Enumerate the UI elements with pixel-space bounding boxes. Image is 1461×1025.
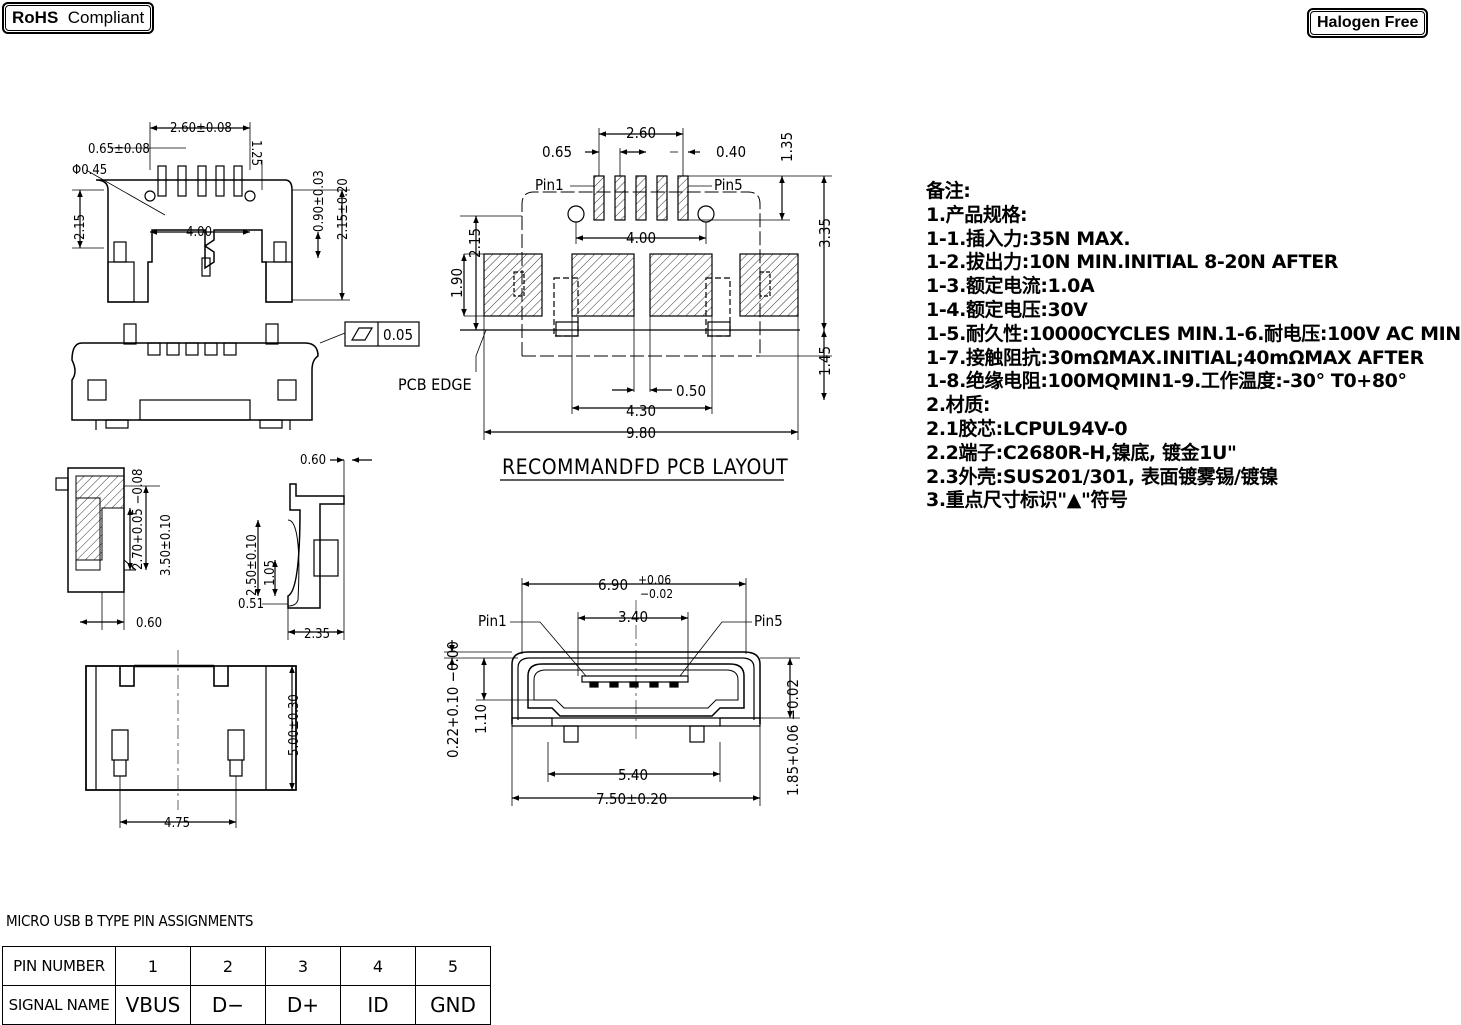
dim-side-h1: 2.70+0.05 −0.08 (131, 469, 146, 570)
dim-mid-b: 0.51 (238, 597, 264, 612)
halogen-free-badge: Halogen Free (1307, 8, 1429, 38)
note-line: 1-8.绝缘电阻:100MQMIN1-9.工作温度:-30° T0+80° (926, 370, 1407, 393)
pin-number-cell: 1 (115, 946, 191, 986)
signal-name-cell: ID (340, 985, 416, 1025)
dim-front-pin1: Pin1 (478, 612, 507, 630)
dim-top-pitch-total: 2.60±0.08 (170, 121, 232, 136)
front-view-small (71, 321, 420, 430)
note-line: 2.1胶芯:LCPUL94V-0 (926, 417, 1128, 440)
dim-pcb-pin5: Pin5 (714, 176, 743, 194)
pin-assignments-table: PIN NUMBER 1 2 3 4 5 SIGNAL NAME VBUS D−… (2, 946, 491, 1025)
dim-side-h2: 3.50±0.10 (159, 514, 174, 576)
row-label-pin-number: PIN NUMBER (2, 946, 116, 986)
dim-front-750: 7.50±0.20 (596, 790, 667, 808)
side-view-middle (255, 457, 372, 640)
note-line: 2.2端子:C2680R-H,镍底, 镀金1U" (926, 441, 1237, 464)
bottom-view (85, 650, 297, 828)
dim-mid-h2: 1.05 (263, 560, 278, 586)
note-line: 2.材质: (926, 394, 991, 417)
signal-name-cell: D− (190, 985, 266, 1025)
dim-bot-w: 4.75 (164, 816, 190, 831)
dim-pcb-190: 1.90 (448, 268, 466, 298)
dim-top-height-r: 1.25 (248, 140, 263, 166)
pin-number-cell: 5 (415, 946, 491, 986)
note-line: 3.重点尺寸标识"▲"符号 (926, 489, 1128, 512)
dim-top-r2: 2.15±0.20 (336, 178, 351, 240)
note-line: 1-4.额定电压:30V (926, 298, 1088, 321)
pcb-layout (460, 128, 832, 481)
table-row: SIGNAL NAME VBUS D− D+ ID GND (2, 985, 491, 1025)
note-line: 1-7.接触阻抗:30mΩMAX.INITIAL;40mΩMAX AFTER (926, 346, 1424, 369)
dim-pcb-260: 2.60 (626, 124, 656, 142)
note-line: 2.3外壳:SUS201/301, 表面镀雾锡/镀镍 (926, 465, 1278, 488)
dim-mid-h1: 2.50±0.10 (245, 534, 260, 596)
note-line: 备注: (926, 180, 971, 202)
dim-front-110: 1.10 (472, 704, 490, 734)
pin-assignments-title: MICRO USB B TYPE PIN ASSIGNMENTS (6, 912, 254, 930)
front-receptacle-view (444, 578, 800, 806)
signal-name-cell: D+ (265, 985, 341, 1025)
notes-list: 备注: 1.产品规格: 1-1.插入力:35N MAX. 1-2.拔出力:10N… (926, 180, 1461, 513)
dim-pcb-050: 0.50 (676, 382, 706, 400)
dim-pcb-edge: PCB EDGE (398, 375, 472, 394)
top-view (72, 122, 350, 303)
pin-number-cell: 3 (265, 946, 341, 986)
dim-top-width: 4.00 (186, 225, 212, 240)
dim-pcb-215: 2.15 (466, 228, 484, 258)
dim-pcb-430: 4.30 (626, 402, 656, 420)
side-view-left (55, 467, 160, 630)
dim-mid-w: 2.35 (304, 627, 330, 642)
dim-front-690-tol-dn: −0.02 (640, 587, 673, 601)
dim-front-340: 3.40 (618, 608, 648, 626)
dim-top-pitch: 0.65±0.08 (88, 142, 150, 157)
note-line: 1-5.耐久性:10000CYCLES MIN.1-6.耐电压:100V AC … (926, 322, 1461, 345)
pin-number-cell: 2 (190, 946, 266, 986)
dim-pcb-pin1: Pin1 (535, 176, 564, 194)
dim-top-left-h: 2.15 (73, 214, 88, 240)
dim-flatness: 0.05 (383, 326, 413, 344)
note-line: 1-2.拔出力:10N MIN.INITIAL 8-20N AFTER (926, 251, 1339, 274)
dim-front-pin5: Pin5 (754, 612, 783, 630)
dim-pcb-040: 0.40 (716, 143, 746, 161)
dim-pcb-400: 4.00 (626, 229, 656, 247)
dim-pcb-065: 0.65 (542, 143, 572, 161)
note-line: 1-3.额定电流:1.0A (926, 275, 1095, 298)
rohs-label: RoHS (12, 8, 59, 27)
note-line: 1-1.插入力:35N MAX. (926, 227, 1131, 250)
dim-pcb-145: 1.45 (816, 346, 834, 376)
dim-front-690: 6.90 (598, 576, 628, 594)
dim-top-r1: 0.90±0.03 (312, 170, 327, 232)
dim-front-540: 5.40 (618, 766, 648, 784)
dim-pcb-335: 3.35 (816, 218, 834, 248)
compliant-label: Compliant (67, 8, 145, 27)
dim-bot-h: 5.00±0.30 (287, 694, 302, 756)
dim-front-185: 1.85+0.06 −0.02 (784, 679, 802, 796)
dim-top-hole: Φ0.45 (72, 163, 107, 178)
row-label-signal-name: SIGNAL NAME (2, 985, 116, 1025)
dim-pcb-980: 9.80 (626, 424, 656, 442)
dim-side-b: 0.60 (136, 616, 162, 631)
dim-pcb-135: 1.35 (778, 132, 796, 162)
halogen-free-label: Halogen Free (1310, 11, 1426, 35)
dim-front-022: 0.22+0.10 −0.00 (444, 641, 462, 758)
signal-name-cell: VBUS (115, 985, 191, 1025)
table-row: PIN NUMBER 1 2 3 4 5 (2, 946, 491, 986)
note-line: 1.产品规格: (926, 203, 1028, 226)
pin-number-cell: 4 (340, 946, 416, 986)
rohs-badge: RoHS Compliant (2, 2, 155, 34)
dim-mid-top: 0.60 (300, 453, 326, 468)
dim-front-690-tol-up: +0.06 (638, 573, 671, 587)
signal-name-cell: GND (415, 985, 491, 1025)
pcb-layout-title: RECOMMANDFD PCB LAYOUT (502, 455, 788, 479)
